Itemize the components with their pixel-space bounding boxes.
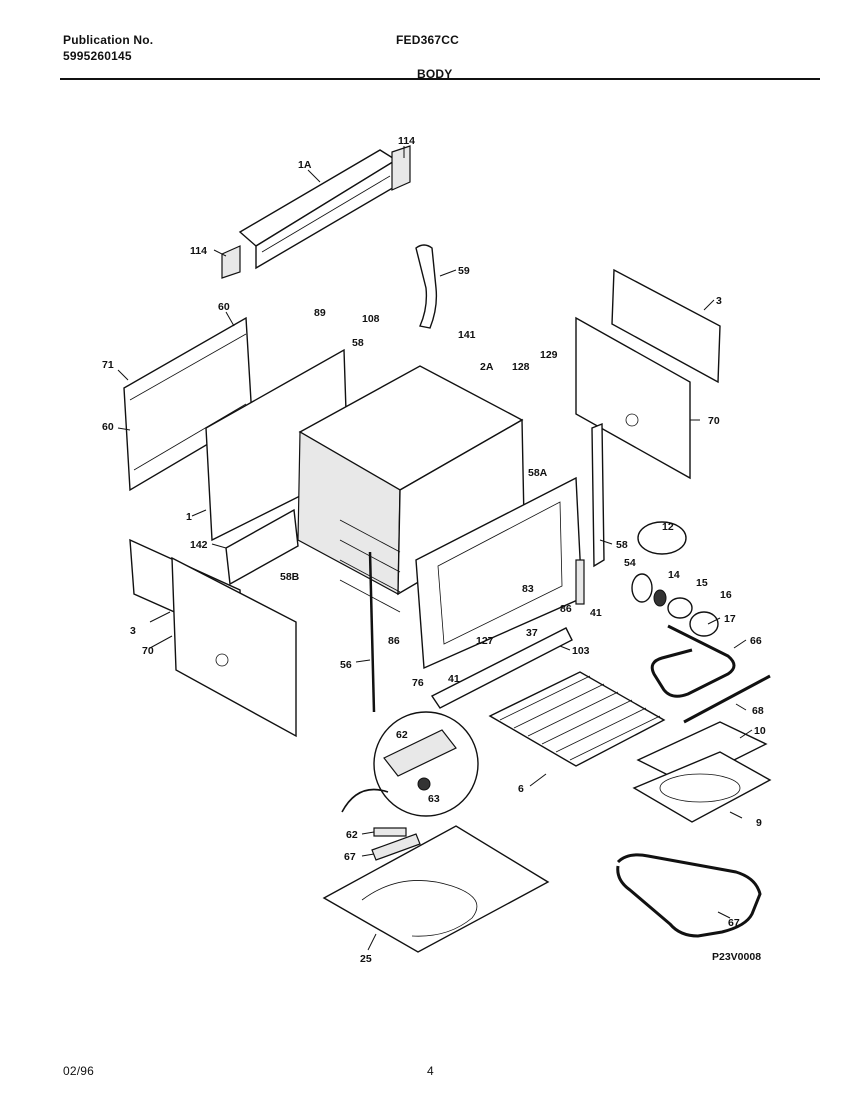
terminal-block (373, 827, 407, 837)
bottom-strip (225, 508, 299, 586)
callout-3b: 3 (130, 625, 136, 637)
callout-37: 37 (526, 627, 538, 639)
callout-83: 83 (522, 583, 534, 595)
callout-58A: 58A (528, 467, 548, 479)
callout-12: 12 (662, 521, 674, 533)
callout-14: 14 (668, 569, 680, 581)
right-side-panel (575, 268, 721, 568)
publication-label: Publication No. (63, 33, 154, 47)
rod (368, 551, 376, 713)
callout-67a: 67 (344, 851, 356, 863)
callout-54: 54 (624, 557, 636, 569)
oven-bottom (322, 825, 550, 953)
callout-60a: 60 (218, 301, 230, 313)
callout-2a: 2A (480, 361, 494, 373)
element-bar (683, 674, 771, 724)
callout-56: 56 (340, 659, 352, 671)
publication-number: 5995260145 (63, 49, 132, 63)
callout-58b: 58 (616, 539, 628, 551)
callout-25: 25 (360, 953, 372, 965)
callout-71: 71 (102, 359, 114, 371)
callout-142: 142 (190, 539, 208, 551)
callout-58B: 58B (280, 571, 300, 583)
callout-9: 9 (756, 817, 762, 829)
callout-129a: 129 (540, 349, 558, 361)
oven-rack (488, 671, 666, 767)
callout-15: 15 (696, 577, 708, 589)
broil-element (616, 853, 762, 938)
detail-inset (341, 711, 479, 817)
vent-tube (415, 244, 438, 329)
callout-62a: 62 (396, 729, 408, 741)
callout-labels: 114 1A 114 59 3 60 89 108 141 129 71 58 … (102, 135, 766, 965)
callout-16: 16 (720, 589, 732, 601)
callout-41a: 41 (590, 607, 602, 619)
callout-60b: 60 (102, 421, 114, 433)
callout-86a: 86 (560, 603, 572, 615)
callout-128: 128 (512, 361, 530, 373)
callout-63: 63 (428, 793, 440, 805)
page-number: 4 (427, 1064, 434, 1078)
callout-1a: 1A (298, 159, 312, 171)
callout-67b: 67 (728, 917, 740, 929)
leader-lines (117, 146, 753, 951)
callout-59: 59 (458, 265, 470, 277)
callout-70a: 70 (708, 415, 720, 427)
bake-element (650, 624, 736, 698)
callout-127: 127 (476, 635, 494, 647)
callout-86b: 86 (388, 635, 400, 647)
callout-17: 17 (724, 613, 736, 625)
callout-76: 76 (412, 677, 424, 689)
oven-light-assembly (631, 521, 719, 637)
callout-58a: 58 (352, 337, 364, 349)
broiler-pan (632, 721, 772, 823)
callout-62b: 62 (346, 829, 358, 841)
model-number: FED367CC (396, 33, 459, 47)
header-rule (60, 78, 820, 80)
callout-66a: 66 (750, 635, 762, 647)
left-lower-side-panel (129, 538, 297, 738)
callout-89: 89 (314, 307, 326, 319)
bracket (371, 833, 421, 861)
front-trim-bar (430, 627, 573, 709)
callout-68: 68 (752, 705, 764, 717)
side-strip (575, 559, 585, 605)
diagram-code: P23V0008 (712, 951, 761, 963)
callout-41b: 41 (448, 673, 460, 685)
callout-103: 103 (572, 645, 590, 657)
callout-3a: 3 (716, 295, 722, 307)
callout-114a: 114 (398, 135, 415, 147)
oven-body (297, 365, 525, 613)
callout-141: 141 (458, 329, 476, 341)
callout-1: 1 (186, 511, 192, 523)
footer-date: 02/96 (63, 1064, 95, 1078)
callout-10: 10 (754, 725, 766, 737)
callout-70b: 70 (142, 645, 154, 657)
callout-6: 6 (518, 783, 524, 795)
callout-108: 108 (362, 313, 380, 325)
section-title: BODY (417, 67, 453, 81)
back-panel-top (221, 145, 411, 279)
callout-114b: 114 (190, 245, 207, 257)
